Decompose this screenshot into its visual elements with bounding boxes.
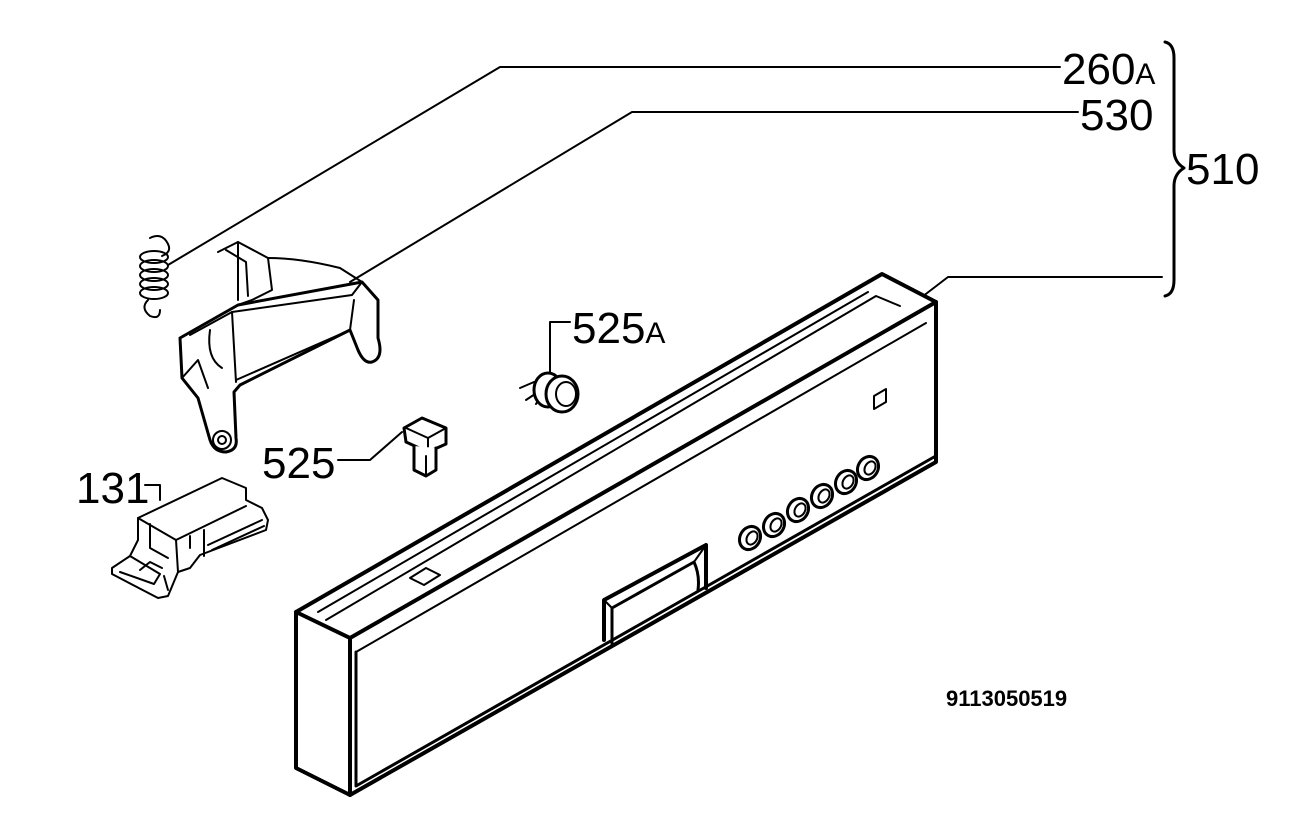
label-525a-suffix: A [645,317,665,350]
document-number: 9113050519 [946,686,1067,711]
control-panel [294,272,938,797]
label-260a: 260A [1062,45,1155,94]
panel-knobs [737,454,881,552]
label-510: 510 [1186,145,1259,194]
leader-525a [549,321,571,373]
leader-panel [917,276,1163,301]
leader-lines [144,66,1163,501]
label-525: 525 [262,439,335,488]
label-260a-suffix: A [1135,58,1155,91]
label-260a-num: 260 [1062,45,1135,94]
label-525a: 525A [572,304,665,353]
key-button-part [402,416,448,478]
leader-530 [349,111,1079,283]
leader-260a [167,66,1061,266]
leader-525 [337,431,403,461]
label-131: 131 [76,464,149,513]
label-530: 530 [1080,91,1153,140]
bracket-510 [1163,40,1186,298]
clip-part [111,477,269,599]
round-button-part [519,371,580,414]
spring-part [139,235,171,319]
label-525a-num: 525 [572,304,645,353]
leader-131 [144,484,161,501]
lever-part [178,241,382,454]
